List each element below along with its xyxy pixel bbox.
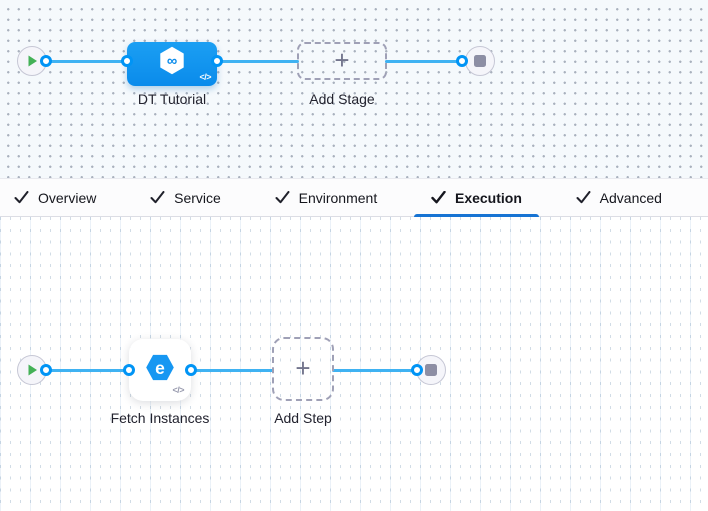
check-icon xyxy=(14,191,29,204)
svg-text:∞: ∞ xyxy=(167,53,177,69)
execution-steps-canvas: e </> Fetch Instances + Add Step xyxy=(0,217,708,511)
stage-label: DT Tutorial xyxy=(137,91,207,107)
connector-line xyxy=(40,368,131,372)
play-icon xyxy=(28,364,37,376)
harness-deploy-icon: ∞ xyxy=(160,46,184,75)
check-icon xyxy=(275,191,290,204)
stage-pipeline-canvas: ∞ </> DT Tutorial + Add Stage xyxy=(0,0,708,178)
code-view-icon: </> xyxy=(199,72,211,82)
connector-dot xyxy=(123,364,135,376)
connector-dot xyxy=(40,55,52,67)
stop-icon xyxy=(474,55,486,67)
tab-label: Environment xyxy=(298,189,378,206)
connector-dot xyxy=(211,55,223,67)
add-stage-button[interactable]: + xyxy=(297,42,387,80)
tab-execution[interactable]: Execution xyxy=(414,179,539,217)
tab-label: Advanced xyxy=(599,189,662,206)
check-icon xyxy=(576,191,591,204)
step-node-fetch-instances[interactable]: e </> xyxy=(129,339,191,401)
connector-line xyxy=(40,59,129,63)
connector-dot xyxy=(40,364,52,376)
stop-icon xyxy=(425,364,437,376)
step-label: Fetch Instances xyxy=(110,410,210,426)
fetch-instances-icon: e xyxy=(146,354,174,381)
connector-dot xyxy=(185,364,197,376)
check-icon xyxy=(150,191,165,204)
grid-pattern-columns xyxy=(0,217,708,511)
code-view-icon: </> xyxy=(172,385,184,395)
check-icon xyxy=(431,191,446,204)
stage-config-tabbar: Overview Service Environment Execution A… xyxy=(0,178,708,217)
connector-dot xyxy=(121,55,133,67)
plus-icon: + xyxy=(334,45,350,75)
tab-service[interactable]: Service xyxy=(150,179,221,216)
stage-node-dt-tutorial[interactable]: ∞ </> xyxy=(127,42,217,86)
tab-label: Execution xyxy=(454,189,522,206)
connector-line xyxy=(385,59,463,63)
connector-dot xyxy=(456,55,468,67)
connector-line xyxy=(189,368,274,372)
add-stage-label: Add Stage xyxy=(309,91,375,107)
tab-label: Overview xyxy=(38,189,97,206)
tab-overview[interactable]: Overview xyxy=(14,179,96,216)
pipeline-end-node xyxy=(465,46,495,76)
tab-environment[interactable]: Environment xyxy=(275,179,378,216)
tab-label: Service xyxy=(174,189,221,206)
connector-line xyxy=(215,59,299,63)
grid-pattern xyxy=(0,217,708,511)
connector-dot xyxy=(411,364,423,376)
tab-advanced[interactable]: Advanced xyxy=(576,179,662,216)
add-step-button[interactable]: + xyxy=(272,337,334,401)
play-icon xyxy=(28,55,37,67)
svg-text:e: e xyxy=(155,358,165,378)
add-step-label: Add Step xyxy=(274,410,332,426)
connector-line xyxy=(332,368,414,372)
plus-icon: + xyxy=(295,353,311,383)
